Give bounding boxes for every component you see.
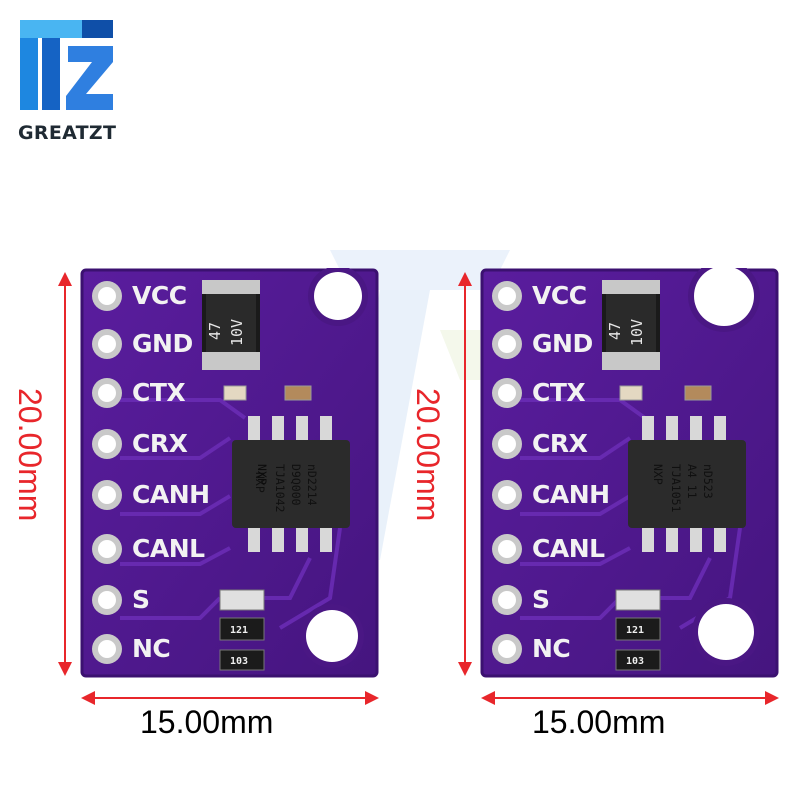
pin-pads-2 (492, 281, 522, 664)
width-label-2: 15.00mm (532, 704, 666, 740)
capacitor-1-value: 47 (206, 322, 224, 340)
brand-logo: TZ (18, 10, 118, 120)
width-arrow-1 (81, 691, 379, 705)
transceiver-chip-2 (628, 440, 746, 528)
capacitor-2 (602, 280, 660, 370)
board-1-pin-2: GND (132, 329, 193, 358)
chip-1-line-1: NXP (253, 472, 267, 493)
chip-1-line-1-text: NXP (255, 464, 269, 485)
chip-1-line-3-text: D9Q000 (289, 464, 303, 506)
board-2-pin-5: CANH (532, 480, 610, 509)
chip-legs-1 (248, 416, 332, 552)
brand-name: GREATZT (18, 122, 117, 144)
board-2-pin-8: NC (532, 634, 571, 663)
height-label-2: 20.00mm (410, 388, 446, 522)
board-1-pin-8: NC (132, 634, 171, 663)
height-arrow-1 (58, 272, 72, 676)
board-1-pin-7: S (132, 585, 150, 614)
board-1-pin-6: CANL (132, 534, 205, 563)
chip-2-line-4-text: nD523 (701, 464, 715, 499)
height-label-1: 20.00mm (12, 388, 48, 522)
capacitor-2-value: 47 (606, 322, 624, 340)
resistor-2-b-label: 103 (626, 656, 644, 667)
chip-2-line-1-text: NXP (651, 464, 665, 485)
board-1-pin-3: CTX (132, 378, 186, 407)
breakout-board-2: 47 10V NXP TJA1051 A4 11 nD523 121 103 V… (480, 260, 780, 678)
board-2-pin-4: CRX (532, 429, 588, 458)
board-2-pin-6: CANL (532, 534, 605, 563)
capacitor-1 (202, 280, 260, 370)
board-2-pin-2: GND (532, 329, 593, 358)
resistor-2-a-label: 121 (626, 625, 644, 636)
pcb-board-1: 47 10V (80, 266, 379, 678)
board-2-pin-7: S (532, 585, 550, 614)
board-2-pin-3: CTX (532, 378, 586, 407)
width-label-1: 15.00mm (140, 704, 274, 740)
width-arrow-2 (481, 691, 779, 705)
capacitor-1-voltage: 10V (228, 319, 246, 346)
capacitor-2-voltage: 10V (628, 319, 646, 346)
breakout-board-1: 47 10V NXP NXP TJA1042 D (80, 266, 380, 678)
chip-1-line-2-text: TJA1042 (273, 464, 287, 512)
height-arrow-2 (458, 272, 472, 676)
chip-2-line-2-text: TJA1051 (669, 464, 683, 513)
tz-logo-icon: TZ (20, 20, 113, 110)
resistor-1-b-label: 103 (230, 656, 248, 667)
pcb-board-2: 47 10V (480, 260, 779, 678)
pin-pads-1 (92, 281, 122, 664)
board-1-pin-5: CANH (132, 480, 210, 509)
chip-legs-2 (642, 416, 726, 552)
transceiver-chip-1 (232, 440, 350, 528)
board-1-pin-1: VCC (132, 281, 187, 310)
chip-1-line-4-text: nD2214 (305, 464, 319, 506)
chip-2-line-3-text: A4 11 (685, 464, 699, 499)
board-1-pin-4: CRX (132, 429, 188, 458)
board-2-pin-1: VCC (532, 281, 587, 310)
resistor-1-a-label: 121 (230, 625, 248, 636)
